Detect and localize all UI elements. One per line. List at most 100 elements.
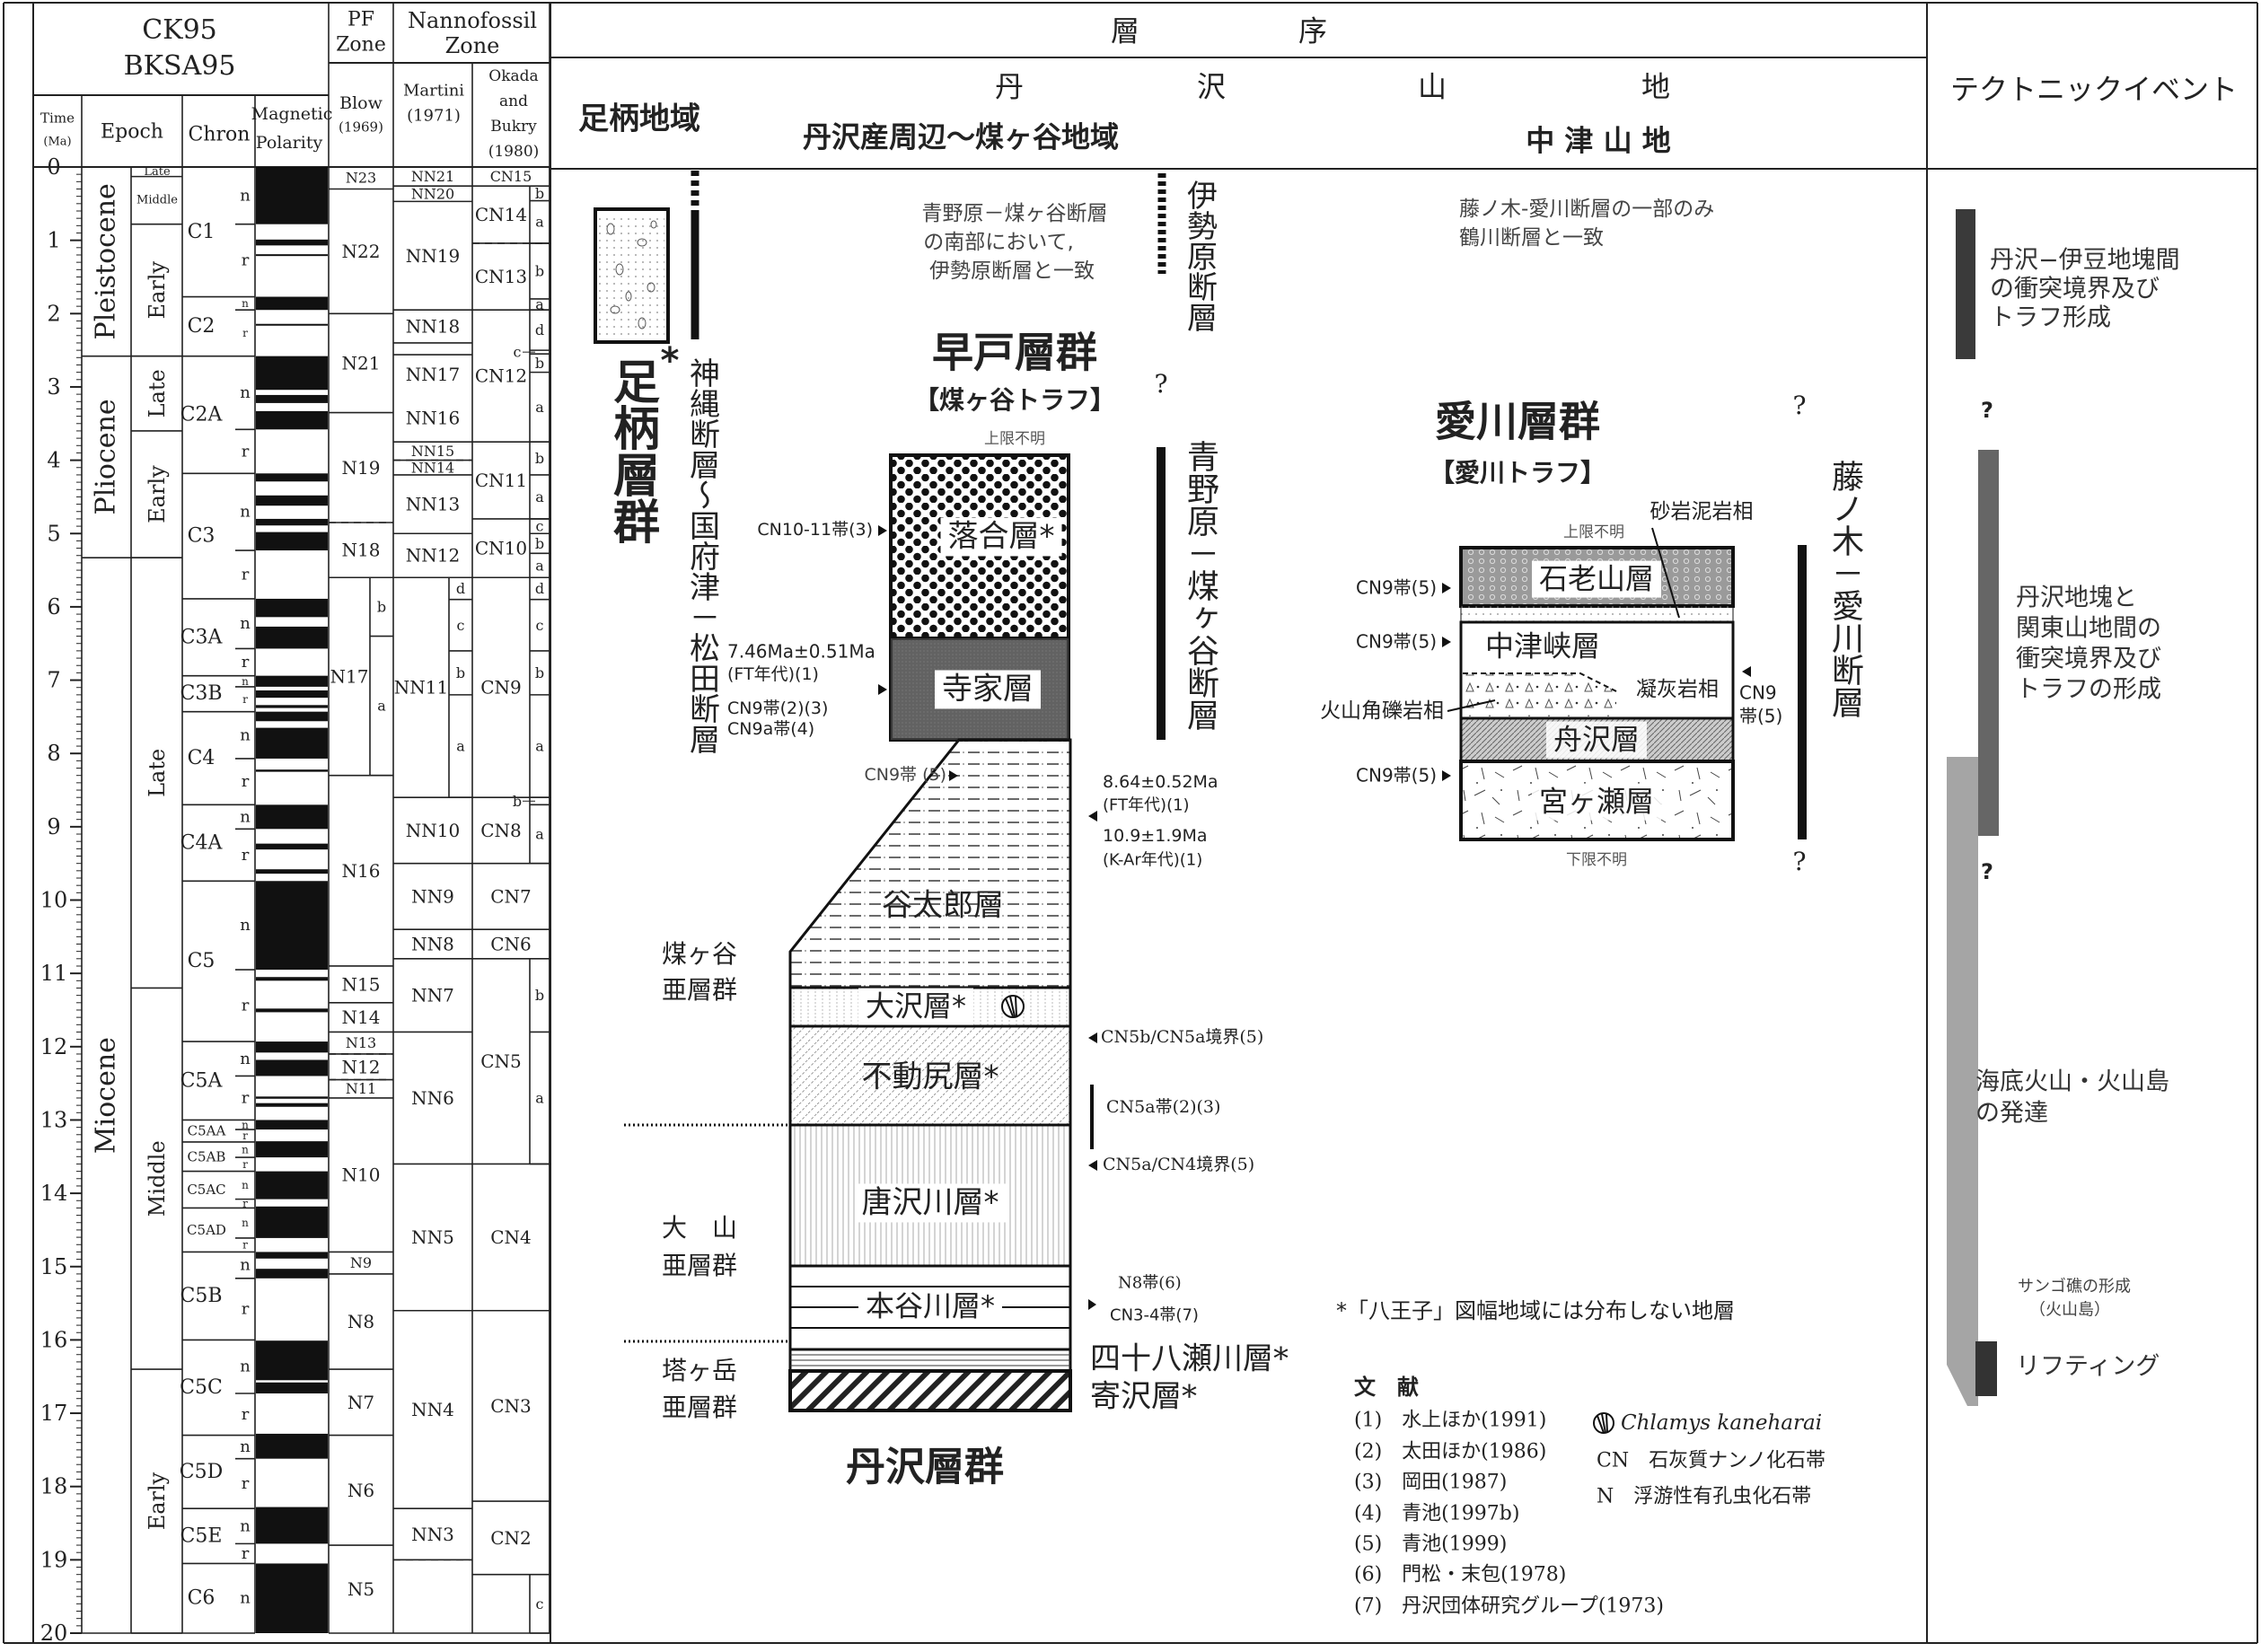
stratigraphy-header: 序 — [1298, 13, 1328, 48]
martini-zone-label: NN14 — [411, 459, 454, 476]
cn9-annotation: CN9帯 (5) — [864, 765, 946, 786]
tuff-facies-label: 凝灰岩相 — [1636, 677, 1719, 701]
chron-normal-label: n — [242, 1179, 249, 1191]
tanzawa-mountains-char: 丹 — [994, 69, 1025, 104]
yozawa-formation-block — [788, 1369, 1072, 1412]
okada-zone-subzone-label: b — [535, 664, 544, 681]
chron-normal-label: n — [242, 1119, 249, 1131]
pf-header: PF — [347, 8, 375, 31]
osawa-formation-label: 大沢層* — [858, 988, 974, 1025]
nanno-header: Nannofossil — [408, 8, 537, 34]
pf-zone-label: N7 — [348, 1392, 374, 1413]
fudojiri-formation-label: 不動尻層* — [861, 1059, 999, 1095]
okada-zone-subzone-label: b — [513, 793, 522, 810]
chron-normal-label: n — [242, 675, 249, 688]
chron-normal-label: n — [240, 503, 251, 522]
okada-zone-subzone-label: d — [535, 580, 544, 597]
reference-item: (1) 水上ほか(1991) — [1354, 1409, 1547, 1432]
normal-polarity-band — [256, 518, 328, 526]
event-volcanic: 海底火山・火山島 — [1975, 1068, 2169, 1096]
normal-polarity-band — [256, 1563, 328, 1633]
normal-polarity-band — [256, 598, 328, 618]
normal-polarity-band — [256, 1252, 328, 1259]
reference-item: (4) 青池(1997b) — [1354, 1502, 1520, 1525]
subepoch-label: Early — [145, 465, 170, 523]
chron-normal-label: n — [240, 1589, 251, 1608]
chron-reversed-label: r — [242, 693, 248, 706]
okada-zone-label: CN8 — [480, 820, 522, 841]
martini-zone-subzone-label: d — [456, 580, 465, 597]
subepoch-label: Late — [144, 165, 171, 179]
jike-age-annotation: CN9帯(2)(3) — [727, 699, 829, 719]
jike-formation-label: 寺家層 — [935, 670, 1041, 709]
isehara-note: 青野原－煤ヶ谷断層 — [921, 201, 1108, 225]
okada-zone-subzone-label: c — [536, 1595, 544, 1612]
aikawa-note: 鶴川断層と一致 — [1459, 225, 1604, 250]
martini-zone-label: NN4 — [411, 1399, 454, 1420]
time-tick-label: 20 — [40, 1621, 68, 1646]
martini-zone-label: NN19 — [406, 245, 460, 267]
epoch-label: Pleistocene — [91, 183, 122, 339]
martini-header: Martini — [402, 81, 465, 101]
ft-age-annotation: 8.64±0.52Ma — [1103, 772, 1218, 793]
okada-zone-subzone-label: a — [535, 296, 544, 313]
leader-line — [1447, 699, 1496, 712]
normal-polarity-band — [256, 843, 328, 850]
volcanic-breccia-label: 火山角礫岩相 — [1320, 699, 1444, 723]
martini-zone-label: NN20 — [411, 185, 454, 202]
sekirozan-formation-label: 石老山層 — [1531, 560, 1662, 598]
subepoch-label: Middle — [136, 194, 178, 207]
chron-normal-label: n — [240, 916, 251, 935]
martini-zone-label: NN3 — [411, 1524, 454, 1545]
subepoch-label: Late — [145, 749, 170, 797]
frame-lines — [3, 2, 2258, 1644]
ck95-title: CK95 — [142, 13, 217, 46]
cn9-right-annotation: 帯(5) — [1739, 705, 1783, 727]
normal-polarity-band — [256, 1096, 328, 1099]
pf-zone-label: N10 — [342, 1164, 381, 1186]
volcanic-breccia-facies — [1463, 673, 1616, 716]
chron-reversed-label: r — [242, 772, 250, 791]
tanzawa-region-header: 丹沢産周辺～煤ヶ谷地域 — [802, 119, 1120, 154]
chron-label: C5C — [180, 1376, 223, 1399]
normal-polarity-band — [256, 356, 328, 391]
pf-zone-label: N6 — [348, 1480, 374, 1501]
okada-zone-subzone-label: a — [535, 488, 544, 505]
normal-polarity-band — [256, 532, 328, 551]
blow-header: Blow — [339, 93, 383, 114]
time-tick-label: 17 — [40, 1401, 68, 1426]
time-tick-label: 10 — [40, 888, 68, 913]
chron-normal-label: n — [240, 186, 251, 205]
tectonic-bar-tanzawa-izu — [1956, 209, 1975, 359]
chron-normal-label: n — [240, 1358, 251, 1376]
martini-zone-label: NN11 — [394, 677, 448, 699]
normal-polarity-band — [256, 410, 328, 430]
okada-zone-label: CN6 — [490, 933, 532, 954]
okada-zone-label: CN5 — [480, 1050, 522, 1072]
subepoch-label: Middle — [145, 1140, 170, 1217]
normal-polarity-band — [256, 675, 328, 687]
time-tick-label: 1 — [47, 228, 60, 253]
normal-polarity-band — [256, 394, 328, 403]
time-scale-table: 01234567891011121314151617181920Pleistoc… — [40, 3, 550, 1646]
normal-polarity-band — [256, 869, 328, 874]
chron-reversed-label: r — [242, 1129, 248, 1142]
okada-zone-subzone-label: a — [535, 214, 544, 231]
martini-header: (1971) — [407, 106, 461, 126]
pf-zone-label: N15 — [342, 973, 381, 995]
okada-zone-subzone-label: a — [535, 399, 544, 416]
upper-limit-unknown: 上限不明 — [1563, 523, 1624, 542]
okada-zone-label: CN15 — [490, 168, 532, 185]
tonotake-subgroup-label: 塔ヶ岳 — [661, 1355, 738, 1385]
martini-zone-label: NN5 — [411, 1226, 454, 1248]
martini-zone-label: NN7 — [411, 985, 454, 1006]
ft-age-annotation: (K-Ar年代)(1) — [1103, 850, 1203, 870]
fudojiri-formation-block — [788, 1024, 1072, 1127]
event-rifting: リフティング — [2016, 1352, 2160, 1381]
jike-age-annotation: 7.46Ma±0.51Ma — [727, 640, 875, 663]
normal-polarity-band — [256, 473, 328, 482]
chron-label: C5 — [188, 950, 216, 972]
chron-normal-label: n — [240, 1050, 251, 1068]
nanno-header: Zone — [444, 33, 500, 59]
lower-limit-unknown: 下限不明 — [1566, 851, 1627, 870]
